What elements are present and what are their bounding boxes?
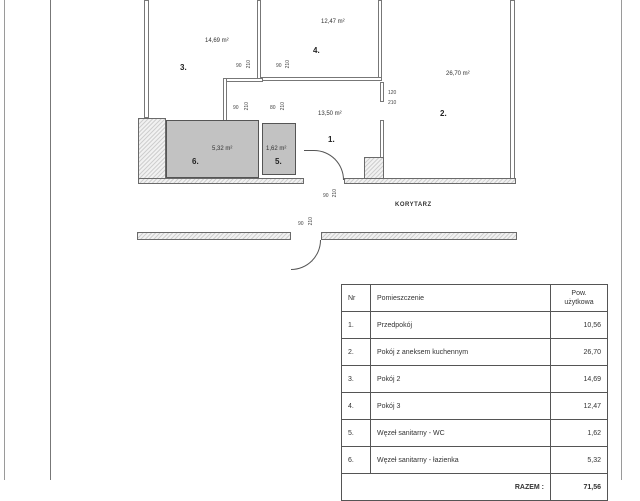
- dimension-height: 210: [332, 189, 338, 198]
- room-5-number: 5.: [275, 157, 282, 166]
- wall-corridor-top-right: [344, 178, 516, 184]
- table-row: 2. Pokój z aneksem kuchennym 26,70: [341, 338, 608, 366]
- room-6-number: 6.: [192, 157, 199, 166]
- header-nr: Nr: [341, 284, 371, 312]
- wall-room3-room4: [257, 0, 261, 80]
- row-room: Pokój 2: [370, 365, 551, 393]
- row-room: Węzeł sanitarny - WC: [370, 419, 551, 447]
- header-area: Pow.użytkowa: [550, 284, 608, 312]
- dimension-height: 210: [244, 102, 250, 111]
- table-row: 6. Węzeł sanitarny - łazienka 5,32: [341, 446, 608, 474]
- room-6-bathroom: [166, 120, 259, 178]
- row-room: Pokój 3: [370, 392, 551, 420]
- row-nr: 1.: [341, 311, 371, 339]
- wall-hall-top: [223, 78, 263, 82]
- row-area: 10,56: [550, 311, 608, 339]
- wall-room4-bottom: [261, 77, 382, 81]
- header-room: Pomieszczenie: [370, 284, 551, 312]
- row-area: 14,69: [550, 365, 608, 393]
- row-room: Węzeł sanitarny - łazienka: [370, 446, 551, 474]
- wall-left: [144, 0, 149, 118]
- row-nr: 6.: [341, 446, 371, 474]
- wall-corridor-top-left: [138, 178, 304, 184]
- table-total-row: RAZEM : 71,56: [341, 473, 608, 501]
- wall-corridor-bottom-left: [137, 232, 291, 240]
- dimension-height: 210: [280, 102, 286, 111]
- room-5-area: 1,62 m²: [266, 146, 287, 152]
- row-area: 5,32: [550, 446, 608, 474]
- table-row: 3. Pokój 2 14,69: [341, 365, 608, 393]
- wall-room2-pillar: [364, 157, 384, 179]
- table-header: Nr Pomieszczenie Pow.użytkowa: [341, 284, 608, 312]
- dimension-width: 90: [323, 193, 329, 199]
- dimension-width: 90: [276, 63, 282, 69]
- wall-room4-right: [378, 0, 382, 80]
- total-label: RAZEM :: [341, 473, 551, 501]
- row-nr: 4.: [341, 392, 371, 420]
- room-2-area: 26,70 m²: [446, 71, 470, 77]
- door-entrance: [291, 240, 321, 270]
- room-2-number: 2.: [440, 109, 447, 118]
- dimension-width: 80: [270, 105, 276, 111]
- row-area: 1,62: [550, 419, 608, 447]
- row-area: 12,47: [550, 392, 608, 420]
- room-4-area: 12,47 m²: [321, 19, 345, 25]
- dimension-height: 210: [308, 217, 314, 226]
- wall-right: [510, 0, 515, 180]
- row-room: Pokój z aneksem kuchennym: [370, 338, 551, 366]
- corridor-label: KORYTARZ: [395, 202, 432, 208]
- room-5-wc: [262, 123, 296, 175]
- door-hall: [304, 150, 344, 180]
- table-row: 5. Węzeł sanitarny - WC 1,62: [341, 419, 608, 447]
- room-1-area: 13,50 m²: [318, 111, 342, 117]
- row-room: Przedpokój: [370, 311, 551, 339]
- page-border-right: [621, 0, 622, 480]
- table-row: 4. Pokój 3 12,47: [341, 392, 608, 420]
- room-4-number: 4.: [313, 46, 320, 55]
- room-1-number: 1.: [328, 135, 335, 144]
- row-nr: 3.: [341, 365, 371, 393]
- total-value: 71,56: [550, 473, 608, 501]
- dimension-height: 210: [246, 60, 252, 69]
- dimension-width: 90: [233, 105, 239, 111]
- room-3-number: 3.: [180, 63, 187, 72]
- row-nr: 2.: [341, 338, 371, 366]
- wall-left-pillar: [138, 118, 166, 180]
- dimension-height: 210: [388, 100, 397, 106]
- page-border-left-inner: [50, 0, 51, 480]
- wall-room2-left-lower: [380, 120, 384, 160]
- row-area: 26,70: [550, 338, 608, 366]
- dimension-height: 210: [285, 60, 291, 69]
- room-6-area: 5,32 m²: [212, 146, 233, 152]
- rooms-table: Nr Pomieszczenie Pow.użytkowa 1. Przedpo…: [341, 284, 608, 501]
- wall-room2-left-upper: [380, 82, 384, 102]
- dimension-width: 90: [298, 221, 304, 227]
- row-nr: 5.: [341, 419, 371, 447]
- wall-corridor-bottom-right: [321, 232, 517, 240]
- dimension-width: 120: [388, 90, 397, 96]
- dimension-width: 90: [236, 63, 242, 69]
- page-border-left-outer: [4, 0, 5, 480]
- room-3-area: 14,69 m²: [205, 38, 229, 44]
- wall-hall-left: [223, 78, 227, 122]
- table-row: 1. Przedpokój 10,56: [341, 311, 608, 339]
